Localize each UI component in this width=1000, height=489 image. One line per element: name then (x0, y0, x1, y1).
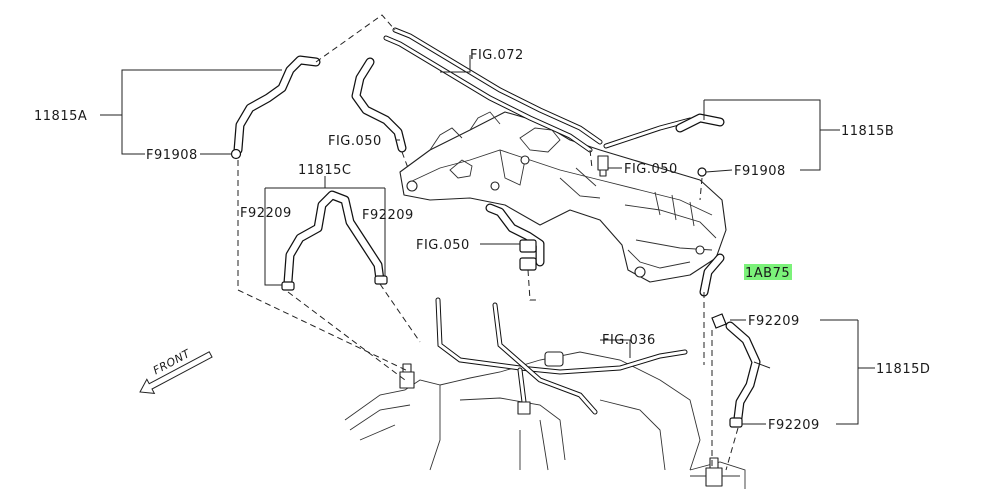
highlight-1ab75 (744, 264, 792, 280)
label-hose-11815a: 11815A (34, 109, 87, 124)
left-radiator-fitting (399, 363, 415, 389)
label-clamp-f91908-b: F91908 (734, 164, 786, 179)
hose-11815c (281, 190, 388, 291)
label-hose-11815d: 11815D (876, 362, 930, 377)
part-1ab75-hose (699, 253, 725, 297)
sensor-fitting (597, 155, 609, 177)
hose-fig050-mid (485, 203, 545, 271)
label-clamp-f92209-d-bottom: F92209 (768, 418, 820, 433)
label-fig050-top: FIG.050 (328, 134, 382, 149)
label-hose-11815b: 11815B (841, 124, 894, 139)
label-fig050-mid: FIG.050 (416, 238, 470, 253)
front-arrow-label: FRONT (151, 347, 193, 378)
intake-manifold (399, 111, 727, 283)
label-clamp-f92209-c-left: F92209 (240, 206, 292, 221)
pipe-fig072 (383, 27, 693, 153)
label-clamp-f92209-d-top: F92209 (748, 314, 800, 329)
engine-block (344, 351, 746, 489)
dashed-reference-lines (237, 14, 739, 471)
label-part-1ab75: 1AB75 (745, 266, 790, 281)
right-radiator-fitting (690, 457, 740, 487)
hose-11815a (230, 55, 321, 160)
label-fig036: FIG.036 (602, 333, 656, 348)
hose-fig050-top (351, 57, 407, 153)
label-fig072: FIG.072 (470, 48, 524, 63)
label-hose-11815c: 11815C (298, 163, 351, 178)
front-arrow: FRONT (139, 347, 213, 395)
pipe-fig036 (435, 297, 688, 415)
labels: 11815A F91908 FIG.072 FIG.050 11815C F92… (34, 48, 930, 433)
hose-11815b (675, 113, 725, 177)
label-clamp-f92209-c-right: F92209 (362, 208, 414, 223)
label-fig050-right: FIG.050 (624, 162, 678, 177)
leader-lines (100, 55, 875, 425)
label-clamp-f91908-a: F91908 (146, 148, 198, 163)
hose-11815d (711, 313, 761, 428)
